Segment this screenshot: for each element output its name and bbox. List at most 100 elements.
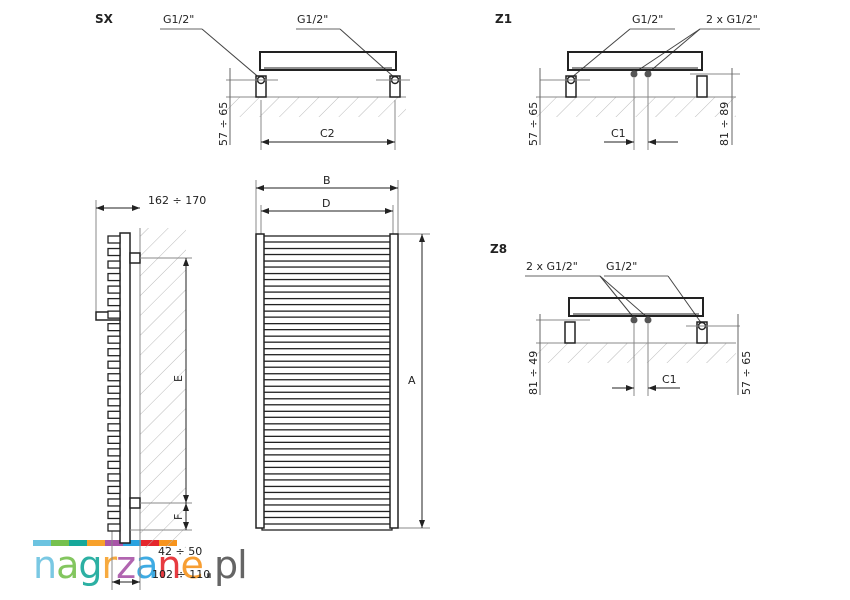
side-bar-profile	[107, 285, 121, 294]
logo-letter: r	[101, 543, 118, 587]
side-bar-profile	[107, 360, 121, 369]
side-bar-profile	[107, 335, 121, 344]
logo-color-segment	[105, 540, 123, 546]
radiator-bar	[261, 523, 393, 531]
radiator-bar	[261, 360, 393, 368]
z1-view: Z1 G1/2" 2 x G1/2" 57 ÷ 65 81 ÷ 89 C1	[495, 12, 760, 150]
radiator-bar	[261, 297, 393, 306]
z1-dim-spacing: C1	[611, 127, 626, 140]
side-bar-profile	[107, 235, 121, 244]
logo-letter: a	[135, 543, 158, 587]
nagrzane-logo: nagrzane.pl	[33, 540, 248, 587]
radiator-bar	[261, 498, 393, 506]
sx-conn-right: G1/2"	[297, 13, 328, 26]
z8-conn-left: 2 x G1/2"	[526, 260, 578, 273]
side-bar-profile	[107, 485, 121, 495]
z1-dim-right: 81 ÷ 89	[718, 102, 731, 146]
z1-conn-right: 2 x G1/2"	[706, 13, 758, 26]
radiator-bar	[261, 423, 393, 431]
side-bar-profile	[107, 310, 121, 319]
radiator-bar	[261, 272, 393, 281]
z8-conn-right: G1/2"	[606, 260, 637, 273]
side-bar-profile	[107, 272, 121, 282]
side-bar-profile	[107, 498, 121, 507]
z8-dim-left: 81 ÷ 49	[527, 351, 540, 395]
front-dim-d: D	[322, 197, 330, 210]
logo-letter: z	[116, 543, 136, 587]
side-bar-profile	[107, 423, 121, 432]
logo-letter: .	[202, 543, 215, 587]
side-bar-profile	[107, 435, 121, 444]
radiator-bar	[261, 373, 393, 381]
radiator-bar	[261, 473, 393, 481]
side-bar-profile	[107, 297, 121, 307]
logo-color-segment	[123, 540, 141, 546]
radiator-bar	[261, 510, 393, 519]
logo-letter: a	[56, 543, 79, 587]
radiator-bar	[261, 435, 393, 443]
logo-color-segment	[51, 540, 69, 546]
side-bar-profile	[107, 510, 121, 520]
right-upright	[389, 233, 399, 529]
side-bar-profile	[107, 373, 121, 382]
z8-view: Z8 2 x G1/2" G1/2" 81 ÷ 49 57 ÷ 65 C1	[490, 242, 753, 396]
side-wall-offset: 42 ÷ 50	[158, 545, 202, 558]
radiator-bar	[261, 235, 393, 243]
logo-letter: e	[180, 543, 203, 587]
sx-dim-spacing: C2	[320, 127, 335, 140]
side-bar-profile	[107, 460, 121, 470]
side-bar-profile	[107, 385, 121, 394]
side-dim-f: F	[172, 514, 185, 520]
radiator-bar	[261, 448, 393, 456]
front-view: B D A	[255, 174, 430, 531]
radiator-bar	[261, 323, 393, 331]
front-dim-b: B	[323, 174, 331, 187]
logo-color-segment	[69, 540, 87, 546]
z1-conn-left: G1/2"	[632, 13, 663, 26]
side-bar-profile	[107, 473, 121, 482]
side-view: 162 ÷ 170 E F 42 ÷ 50 102 ÷ 110	[95, 194, 210, 590]
radiator-bar	[261, 310, 393, 318]
logo-color-segment	[87, 540, 105, 546]
radiator-bar	[261, 260, 393, 268]
logo-letter: l	[237, 543, 248, 587]
side-bar-profile	[107, 448, 121, 457]
radiator-bar	[261, 385, 393, 393]
side-bar-profile	[107, 523, 121, 532]
z1-dim-left: 57 ÷ 65	[527, 102, 540, 146]
radiator-bar	[261, 398, 393, 406]
z1-title: Z1	[495, 12, 512, 26]
logo-letter: p	[213, 543, 238, 587]
logo-letter: n	[157, 543, 181, 587]
side-bar-profile	[107, 323, 121, 332]
radiator-bar	[261, 410, 393, 418]
radiator-bar	[261, 247, 393, 256]
side-bar-profile	[107, 398, 121, 407]
side-bar-profile	[107, 348, 121, 357]
side-depth: 162 ÷ 170	[148, 194, 206, 207]
radiator-bar	[261, 285, 393, 293]
left-upright	[255, 233, 265, 529]
radiator-bar	[261, 348, 393, 356]
radiator-bar	[261, 485, 393, 494]
sx-conn-left: G1/2"	[163, 13, 194, 26]
side-bar-profile	[107, 247, 121, 257]
sx-title: SX	[95, 12, 114, 26]
logo-letter: g	[78, 543, 102, 587]
radiator-bar	[261, 460, 393, 469]
logo-text: nagrzane.pl	[33, 543, 248, 587]
side-bar-profile	[107, 260, 121, 269]
radiator-bar	[261, 335, 393, 343]
logo-letter: n	[33, 543, 57, 587]
logo-color-segment	[33, 540, 51, 546]
sx-dim-height: 57 ÷ 65	[217, 102, 230, 146]
z8-title: Z8	[490, 242, 507, 256]
side-bottom-depth: 102 ÷ 110	[152, 568, 210, 581]
z8-dim-right: 57 ÷ 65	[740, 351, 753, 395]
z8-dim-spacing: C1	[662, 373, 677, 386]
side-dim-e: E	[172, 375, 185, 382]
front-dim-a: A	[408, 374, 416, 387]
sx-view: SX G1/2" G1/2" 57 ÷ 65 C2	[95, 12, 410, 150]
